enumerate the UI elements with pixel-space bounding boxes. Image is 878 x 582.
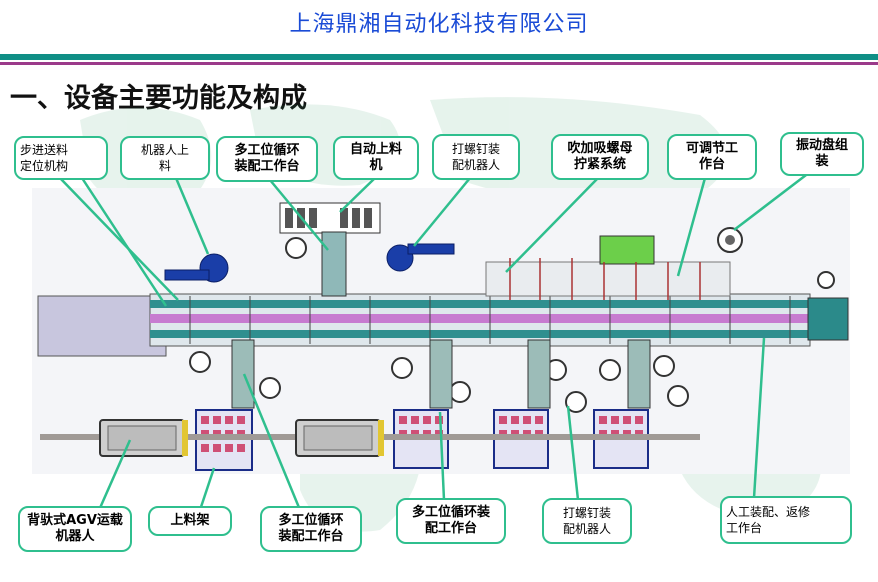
header-band-teal	[0, 54, 878, 60]
callout-loading-rack: 上料架	[148, 506, 232, 536]
top-station-column	[321, 231, 347, 297]
station-carriers	[231, 339, 651, 409]
top-enclosure	[485, 261, 731, 297]
callout-step-feed: 步进送料 定位机构	[14, 136, 108, 180]
tightening-spindles	[509, 258, 701, 300]
agv-cart-2-marker	[378, 420, 384, 456]
leader-lines	[59, 171, 811, 511]
callout-agv-robot: 背驮式AGV运载 机器人	[18, 506, 132, 552]
control-cabinet	[599, 235, 655, 265]
callout-vibration-bowl: 振动盘组 装	[780, 132, 864, 176]
agv-cart-1-marker	[182, 420, 188, 456]
callout-auto-load: 自动上料 机	[333, 136, 419, 180]
callout-blow-screw: 吹加吸螺母 拧紧系统	[551, 134, 649, 180]
callout-multi-station-top: 多工位循环 装配工作台	[216, 136, 318, 182]
vibration-bowl-hub	[725, 235, 735, 245]
callout-robot-load: 机器人上 料	[120, 136, 210, 180]
callout-adjustable-station: 可调节工 作台	[667, 134, 757, 180]
section-title: 一、设备主要功能及构成	[10, 83, 307, 114]
conveyor-rail-bottom	[150, 330, 810, 338]
conveyor-fixtures	[189, 296, 791, 344]
station-wheels	[189, 237, 835, 413]
callout-screw-robot-bottom: 打螺钉装 配机器人	[542, 498, 632, 544]
callout-screw-robot-top: 打螺钉装 配机器人	[432, 134, 520, 180]
agv-cart-1-deck	[107, 425, 177, 451]
header-band-purple	[0, 62, 878, 65]
company-title: 上海鼎湘自动化科技有限公司	[289, 12, 589, 37]
callout-multi-station-bottom1: 多工位循环 装配工作台	[260, 506, 362, 552]
end-unit	[807, 297, 849, 341]
conveyor-rail-top	[150, 300, 810, 308]
callout-manual-repair: 人工装配、返修 工作台	[720, 496, 852, 544]
callout-multi-station-bottom2: 多工位循环装 配工作台	[396, 498, 506, 544]
robot-arms	[164, 243, 455, 283]
conveyor-extension	[37, 295, 167, 357]
agv-cart-2-deck	[303, 425, 373, 451]
conveyor-track	[150, 314, 810, 323]
